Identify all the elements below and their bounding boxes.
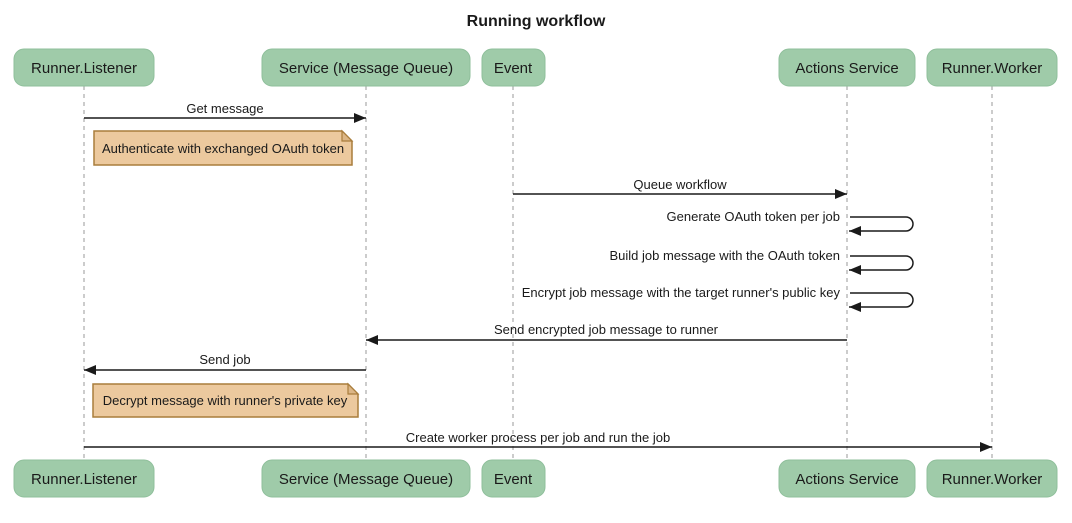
participant-top-runner-worker: Runner.Worker — [926, 48, 1058, 87]
message-label: Send job — [199, 352, 250, 367]
note-label: Decrypt message with runner's private ke… — [103, 393, 348, 408]
actor-box — [13, 459, 155, 498]
actor-label: Event — [494, 471, 533, 488]
participant-top-runner-listener: Runner.Listener — [13, 48, 155, 87]
actor-box — [13, 48, 155, 87]
actor-label: Actions Service — [795, 60, 898, 77]
actor-label: Runner.Worker — [942, 471, 1043, 488]
note-label: Authenticate with exchanged OAuth token — [102, 141, 344, 156]
note-authenticate: Authenticate with exchanged OAuth token — [93, 129, 354, 166]
self-message-encrypt-job-message: Encrypt job message with the target runn… — [522, 285, 914, 312]
participant-top-service-message-queue: Service (Message Queue) — [261, 48, 471, 87]
self-message-arrow — [849, 292, 914, 312]
actor-label: Service (Message Queue) — [279, 471, 453, 488]
actor-label: Runner.Listener — [31, 471, 137, 488]
participant-bottom-service-message-queue: Service (Message Queue) — [261, 459, 471, 498]
self-message-arrow — [849, 216, 914, 236]
actor-box — [481, 459, 546, 498]
note-decrypt: Decrypt message with runner's private ke… — [92, 382, 360, 418]
actor-label: Actions Service — [795, 471, 898, 488]
participant-bottom-actions-service: Actions Service — [778, 459, 916, 498]
actor-box — [481, 48, 546, 87]
actor-box — [926, 48, 1058, 87]
actor-box — [261, 459, 471, 498]
self-message-generate-oauth-token: Generate OAuth token per job — [667, 209, 914, 236]
message-label: Build job message with the OAuth token — [609, 248, 840, 263]
message-label: Send encrypted job message to runner — [494, 322, 719, 337]
message-label: Get message — [186, 101, 263, 116]
actor-label: Runner.Listener — [31, 60, 137, 77]
note-shape — [93, 130, 353, 166]
diagram-title: Running workflow — [467, 13, 606, 30]
actor-box — [778, 459, 916, 498]
message-send-job: Send job — [84, 352, 366, 375]
message-queue-workflow: Queue workflow — [513, 177, 847, 199]
actor-box — [926, 459, 1058, 498]
message-label: Generate OAuth token per job — [667, 209, 840, 224]
actor-box — [261, 48, 471, 87]
actor-label: Event — [494, 60, 533, 77]
message-label: Queue workflow — [633, 177, 727, 192]
actor-box — [778, 48, 916, 87]
actor-label: Runner.Worker — [942, 60, 1043, 77]
message-create-worker-process: Create worker process per job and run th… — [84, 430, 992, 452]
message-send-encrypted-job-message: Send encrypted job message to runner — [366, 322, 847, 345]
participant-bottom-runner-listener: Runner.Listener — [13, 459, 155, 498]
participant-top-actions-service: Actions Service — [778, 48, 916, 87]
participant-top-event: Event — [481, 48, 546, 87]
self-message-build-job-message: Build job message with the OAuth token — [609, 248, 914, 275]
note-fold-corner — [341, 129, 354, 142]
actor-label: Service (Message Queue) — [279, 60, 453, 77]
note-shape — [92, 383, 359, 418]
message-label: Create worker process per job and run th… — [406, 430, 670, 445]
participant-bottom-event: Event — [481, 459, 546, 498]
note-fold-corner — [347, 382, 360, 395]
message-get-message: Get message — [84, 101, 366, 123]
message-label: Encrypt job message with the target runn… — [522, 285, 841, 300]
self-message-arrow — [849, 255, 914, 275]
participant-bottom-runner-worker: Runner.Worker — [926, 459, 1058, 498]
